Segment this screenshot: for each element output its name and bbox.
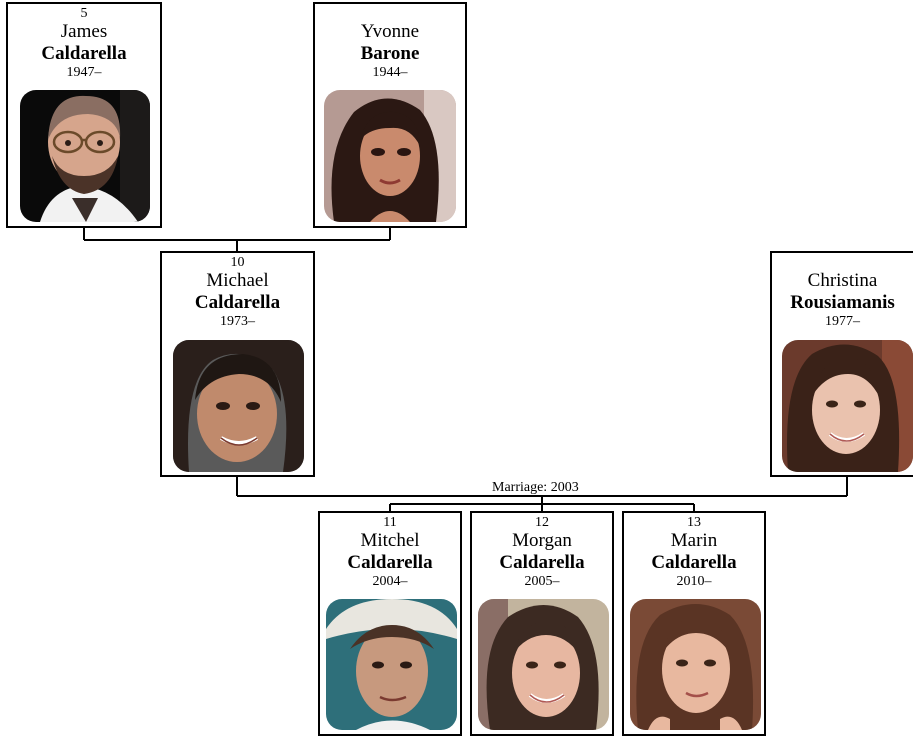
person-number: 11 xyxy=(383,515,397,530)
given-name: Christina xyxy=(807,270,878,291)
surname: Caldarella xyxy=(347,552,433,573)
person-card-michael[interactable]: 10 Michael Caldarella 1973– xyxy=(160,251,315,477)
person-card-yvonne[interactable]: Yvonne Barone 1944– xyxy=(313,2,467,228)
life-years: 1973– xyxy=(220,314,255,329)
photo-girl-smiling xyxy=(478,599,609,730)
given-name: Michael xyxy=(206,270,269,291)
person-number: 5 xyxy=(80,6,88,21)
photo-man-smiling xyxy=(173,340,304,472)
person-card-marin[interactable]: 13 Marin Caldarella 2010– xyxy=(622,511,766,736)
person-number xyxy=(315,7,465,21)
given-name: James xyxy=(60,21,108,42)
given-name: Yvonne xyxy=(360,21,420,42)
surname: Caldarella xyxy=(499,552,585,573)
photo-young-man-cap xyxy=(326,599,457,730)
life-years: 1977– xyxy=(825,314,860,329)
person-card-morgan[interactable]: 12 Morgan Caldarella 2005– xyxy=(470,511,614,736)
life-years: 1947– xyxy=(66,65,102,80)
surname: Rousiamanis xyxy=(790,292,895,313)
surname: Caldarella xyxy=(194,292,281,313)
life-years: 2005– xyxy=(524,574,560,589)
person-card-mitchel[interactable]: 11 Mitchel Caldarella 2004– xyxy=(318,511,462,736)
marriage-label: Marriage: 2003 xyxy=(490,480,581,495)
photo-woman-dark-hair xyxy=(324,90,456,222)
given-name: Marin xyxy=(670,530,718,551)
life-years: 2004– xyxy=(372,574,408,589)
photo-girl-long-hair xyxy=(630,599,761,730)
given-name: Morgan xyxy=(512,530,572,551)
person-number: 12 xyxy=(535,515,549,530)
person-number xyxy=(772,256,913,270)
life-years: 1944– xyxy=(372,65,408,80)
photo-young-woman-smiling xyxy=(782,340,913,472)
person-number: 10 xyxy=(230,255,245,270)
photo-man-glasses-beard xyxy=(20,90,150,222)
surname: Caldarella xyxy=(651,552,737,573)
surname: Caldarella xyxy=(41,43,127,64)
life-years: 2010– xyxy=(676,574,712,589)
person-number: 13 xyxy=(687,515,701,530)
person-card-james[interactable]: 5 James Caldarella 1947– xyxy=(6,2,162,228)
surname: Barone xyxy=(360,43,420,64)
person-card-christina[interactable]: Christina Rousiamanis 1977– xyxy=(770,251,913,477)
given-name: Mitchel xyxy=(360,530,420,551)
